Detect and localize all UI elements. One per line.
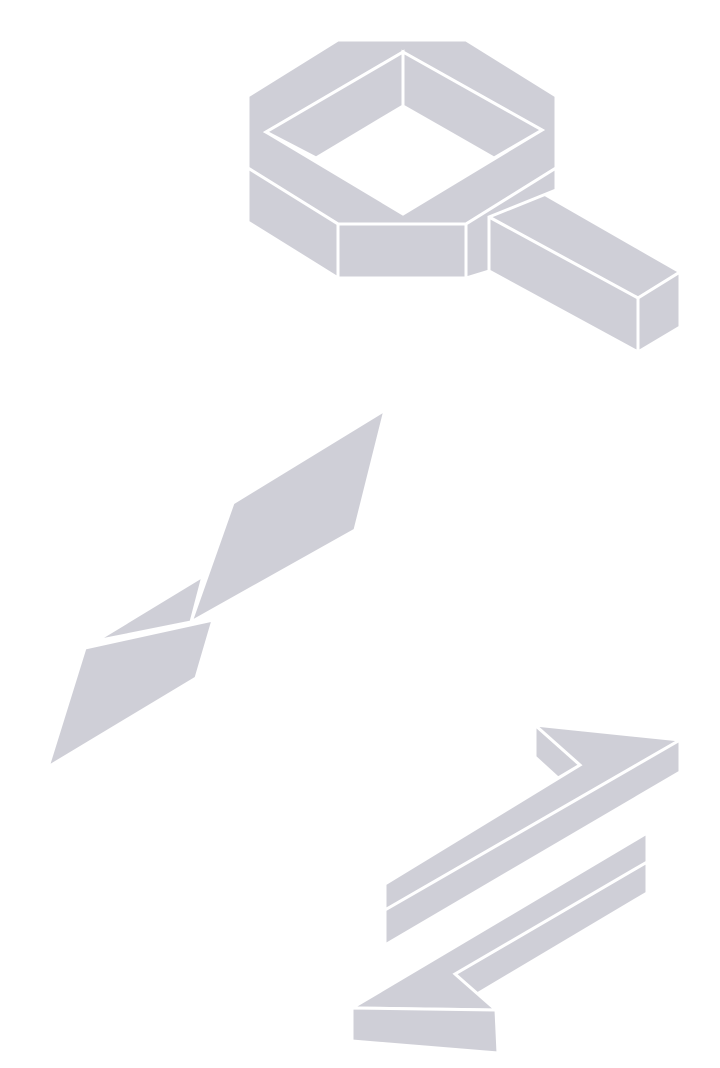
rhombus-upper bbox=[188, 406, 388, 626]
upper-arrow-front bbox=[383, 737, 682, 948]
upper-arrow-top bbox=[383, 723, 685, 913]
lower-arrow-front bbox=[350, 1006, 500, 1055]
isometric-magnifying-glass-icon bbox=[246, 38, 683, 355]
magnifier-handle bbox=[486, 184, 683, 355]
magnifier-side-right bbox=[464, 165, 558, 281]
lower-arrow-top bbox=[346, 830, 649, 1012]
rhombus-lower bbox=[45, 617, 216, 771]
magnifier-hole-wall-right bbox=[401, 49, 546, 160]
isometric-rhombus-pair-icon bbox=[45, 406, 388, 771]
magnifier-side-front bbox=[336, 222, 468, 280]
rhombus-connector bbox=[95, 572, 206, 643]
isometric-swap-arrows-icon bbox=[346, 721, 685, 1055]
